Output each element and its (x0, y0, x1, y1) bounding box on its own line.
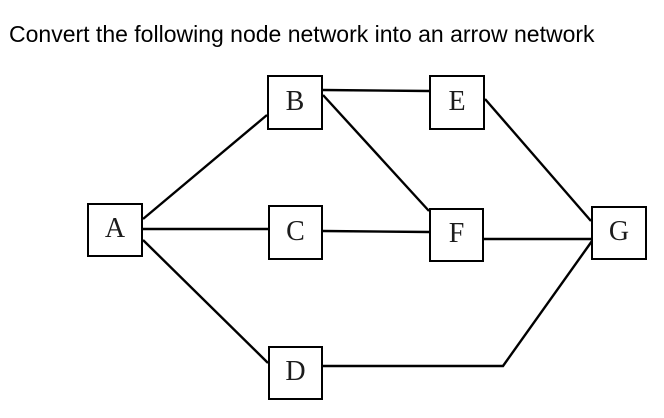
edge-D-G (323, 240, 593, 368)
edge-B-F (322, 94, 430, 212)
node-A: A (87, 203, 143, 257)
node-label-A: A (104, 213, 126, 244)
node-B: B (267, 75, 323, 130)
edge-C-F (322, 229, 430, 234)
node-label-F: F (448, 218, 465, 249)
node-label-G: G (608, 216, 630, 247)
edge-B-E (322, 88, 430, 93)
node-E: E (429, 75, 485, 130)
node-label-B: B (285, 85, 305, 117)
node-label-D: D (285, 356, 306, 387)
edge-E-G (484, 98, 592, 222)
node-C: C (268, 205, 323, 260)
edge-A-D (142, 239, 269, 364)
edge-A-B (142, 114, 268, 220)
node-F: F (429, 208, 484, 262)
node-label-C: C (286, 215, 305, 247)
node-G: G (591, 206, 647, 260)
instruction-text: Convert the following node network into … (9, 21, 595, 47)
node-label-E: E (448, 85, 466, 117)
node-D: D (268, 346, 323, 400)
